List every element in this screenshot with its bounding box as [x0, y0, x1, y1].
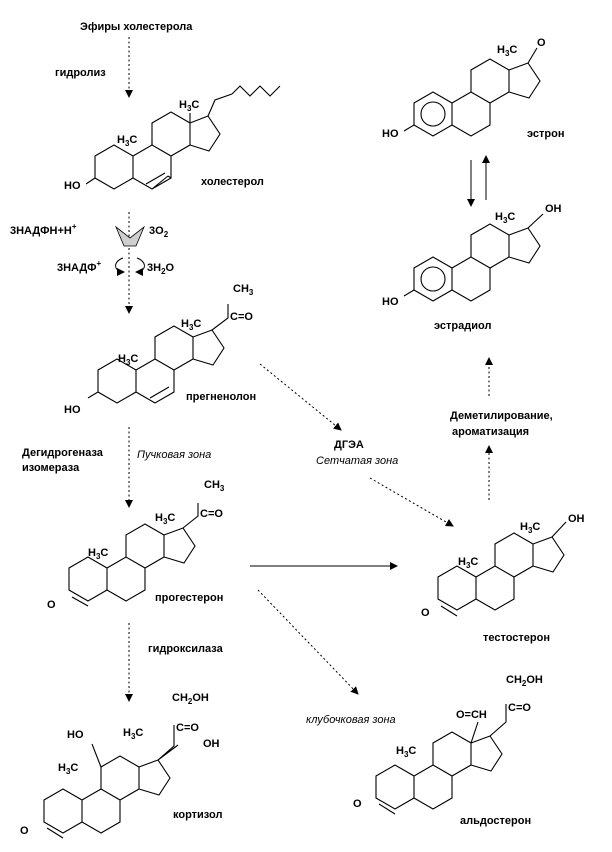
oxygen-label: 3O2 — [149, 225, 169, 239]
cholesterol-structure: H3C H3C HO — [64, 85, 281, 192]
ch3-label: CH3 — [233, 283, 254, 297]
arrow-nadp-out — [115, 257, 125, 276]
testosterone-label: тестостерон — [483, 632, 550, 644]
diagram-labels: Эфиры холестерола гидролиз холестерол 3Н… — [10, 21, 565, 827]
aldosterone-label: альдостерон — [460, 815, 531, 827]
pregnenolone-structure: CH3 C=O H3C H3C HO — [64, 283, 254, 416]
progesterone-label: прогестерон — [155, 592, 223, 604]
oh-label: OH — [203, 738, 220, 750]
ho-label: HO — [382, 128, 399, 140]
h3c-label: H3C — [497, 44, 517, 58]
aromatization-label: ароматизация — [452, 426, 529, 438]
h3c-label: H3C — [118, 353, 138, 367]
h3c-label: H3C — [123, 727, 143, 741]
nadph-label: 3НАДФН+Н+ — [10, 222, 77, 237]
pregnenolone-label: прегненолон — [186, 391, 256, 403]
o-label: O — [421, 607, 430, 619]
enzyme-cofactor-icon — [115, 225, 145, 247]
aldosterone-structure: CH2OH C=O O=CH H3C O — [353, 674, 543, 815]
h3c-label: H3C — [88, 547, 108, 561]
h3c-label: H3C — [396, 745, 416, 759]
dhea-label: ДГЭА — [334, 439, 364, 451]
arrow-h2o-out — [135, 257, 145, 276]
glomerular-zone-label: клубочковая зона — [306, 714, 396, 726]
o-label: O — [20, 825, 29, 837]
ho-label: HO — [67, 729, 84, 741]
h3c-label: H3C — [458, 556, 478, 570]
o-eq-ch-label: O=CH — [456, 709, 487, 721]
hydrolysis-label: гидролиз — [55, 67, 106, 79]
oh-label: OH — [545, 203, 562, 215]
h3c-label: H3C — [495, 211, 515, 225]
fascicular-zone-label: Пучковая зона — [137, 449, 211, 461]
ho-label: HO — [64, 180, 81, 192]
reticular-zone-label: Сетчатая зона — [316, 455, 398, 467]
cortisol-structure: CH2OH C=O OH HO H3C H3C O — [20, 692, 220, 839]
h3c-label: H3C — [520, 521, 540, 535]
dehydrogenase-label: Дегидрогеназа — [22, 447, 104, 459]
estrone-label: эстрон — [527, 128, 565, 140]
testosterone-structure: H3C OH H3C O — [421, 513, 585, 619]
ch3-label: CH3 — [204, 479, 225, 493]
water-label: 3H2O — [147, 262, 175, 276]
ch2oh-label: CH2OH — [506, 674, 543, 688]
nadp-label: 3НАДФ+ — [57, 259, 102, 274]
h3c-label: H3C — [179, 99, 199, 113]
progesterone-structure: CH3 C=O H3C H3C O — [47, 479, 225, 611]
oh-label: OH — [568, 513, 585, 525]
estrone-structure: H3C O HO — [382, 37, 546, 140]
ceq-o-label: C=O — [508, 702, 531, 714]
h3c-label: H3C — [181, 318, 201, 332]
arrow-dhea-to-testosterone — [369, 477, 454, 527]
cholesterol-esters-label: Эфиры холестерола — [80, 21, 193, 33]
cortisol-label: кортизол — [173, 809, 222, 821]
ho-label: HO — [64, 404, 81, 416]
estradiol-structure: H3C OH HO — [382, 203, 562, 308]
ceq-o-label: C=O — [230, 311, 253, 323]
arrow-progesterone-to-aldosterone — [257, 589, 359, 695]
o-label: O — [353, 798, 362, 810]
ceq-o-label: C=O — [176, 722, 199, 734]
o-label: O — [47, 599, 56, 611]
demethylation-label: Деметилирование, — [450, 410, 553, 422]
ceq-o-label: C=O — [200, 508, 223, 520]
hydroxylase-label: гидроксилаза — [148, 643, 224, 655]
ho-label: HO — [382, 296, 399, 308]
h3c-label: H3C — [58, 762, 78, 776]
h3c-label: H3C — [117, 134, 137, 148]
ch2oh-label: CH2OH — [172, 692, 209, 706]
reaction-arrows — [115, 37, 493, 702]
cholesterol-label: холестерол — [201, 176, 264, 188]
isomerase-label: изомераза — [22, 462, 80, 474]
arrow-pregnenolone-to-dhea — [259, 363, 342, 431]
h3c-label: H3C — [155, 512, 175, 526]
o-label: O — [537, 37, 546, 49]
estradiol-label: эстрадиол — [434, 320, 491, 332]
